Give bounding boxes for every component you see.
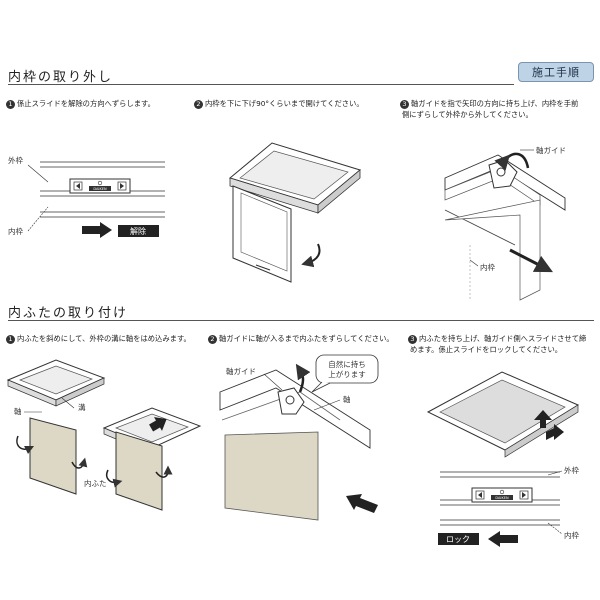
axis-guide-label: 軸ガイド — [536, 145, 566, 155]
s1-step2-diagram — [228, 142, 362, 283]
step-text: 軸ガイドに軸が入るまで内ふたをずらしてください。 — [219, 334, 394, 343]
step-number: 3 — [400, 100, 409, 109]
section2-title: 内ふたの取り付け — [8, 306, 129, 321]
arrow-right-icon — [82, 222, 112, 238]
arrow-right-icon — [546, 424, 564, 440]
section2-rule — [8, 320, 594, 321]
step-number: 1 — [6, 335, 15, 344]
lock-label: ロック — [446, 535, 470, 544]
step-text: 内ふたを持ち上げ、軸ガイド側へスライドさせて締 — [419, 334, 587, 343]
curved-arrow-icon — [301, 243, 321, 268]
step-text: 軸ガイドを指で矢印の方向に持ち上げ、内枠を手前 — [411, 99, 579, 108]
arrow-up-left-icon — [346, 494, 378, 513]
s2-step2-diagram: 軸ガイド 自然に持ち 上がります 軸 — [219, 354, 379, 521]
inner-frame-label-2: 内枠 — [564, 530, 579, 540]
step-text-line2: 側にずらして外枠から外してください。 — [402, 110, 533, 119]
s2-step3-diagram: DAIKEN 外枠 内枠 ロック — [426, 371, 579, 547]
step-text: 内ふたを斜めにして、外枠の溝に軸をはめ込みます。 — [17, 334, 191, 343]
speech-bubble — [315, 354, 379, 384]
lock-badge — [438, 533, 479, 545]
release-badge — [118, 225, 159, 237]
curved-arrow-icon — [494, 152, 530, 171]
s1-step3-diagram: 軸ガイド 内枠 — [444, 145, 566, 301]
axis-label-2: 軸 — [343, 394, 351, 404]
arrow-down-right-icon — [509, 248, 554, 273]
inner-lid-closed — [439, 379, 566, 444]
bubble-line1: 自然に持ち — [328, 359, 366, 369]
arrow-up-icon — [534, 410, 552, 428]
inner-frame-label: 内枠 — [8, 226, 23, 236]
outer-frame-label: 外枠 — [8, 155, 23, 165]
step-text: 係止スライドを解除の方向へずらします。 — [17, 99, 155, 108]
s1-step1-diagram: DAIKEN 外枠 内枠 解除 — [8, 155, 165, 238]
inner-lid-slid — [224, 431, 319, 521]
slide-brand-2: DAIKEN — [495, 496, 509, 500]
arrow-icon — [149, 417, 167, 432]
axis-guide-2 — [277, 387, 305, 415]
section1-rule — [8, 84, 514, 85]
s2-step1-diagram: 軸 溝 内ふた — [6, 359, 202, 511]
axis-guide-label-2: 軸ガイド — [226, 366, 256, 376]
bubble-line2: 上がります — [328, 369, 366, 379]
inner-frame-3-label: 内枠 — [480, 262, 495, 272]
step-text: 内枠を下に下げ90°くらいまで開けてください。 — [205, 99, 364, 108]
procedure-badge: 施工手順 — [518, 62, 594, 82]
inner-lid-label: 内ふた — [84, 478, 107, 488]
slide-brand: DAIKEN — [93, 187, 107, 191]
release-label: 解除 — [130, 226, 146, 236]
groove-label: 溝 — [78, 402, 86, 412]
step-number: 2 — [194, 100, 203, 109]
inner-lid — [29, 417, 77, 495]
step-text-line2: めます。係止スライドをロックしてください。 — [410, 345, 563, 354]
section1-title: 内枠の取り外し — [8, 70, 114, 85]
step-number: 2 — [208, 335, 217, 344]
step-number: 3 — [408, 335, 417, 344]
outer-frame-label-2: 外枠 — [564, 465, 579, 475]
arrow-left-icon — [488, 531, 518, 547]
step-number: 1 — [6, 100, 15, 109]
axis-label: 軸 — [14, 406, 22, 416]
